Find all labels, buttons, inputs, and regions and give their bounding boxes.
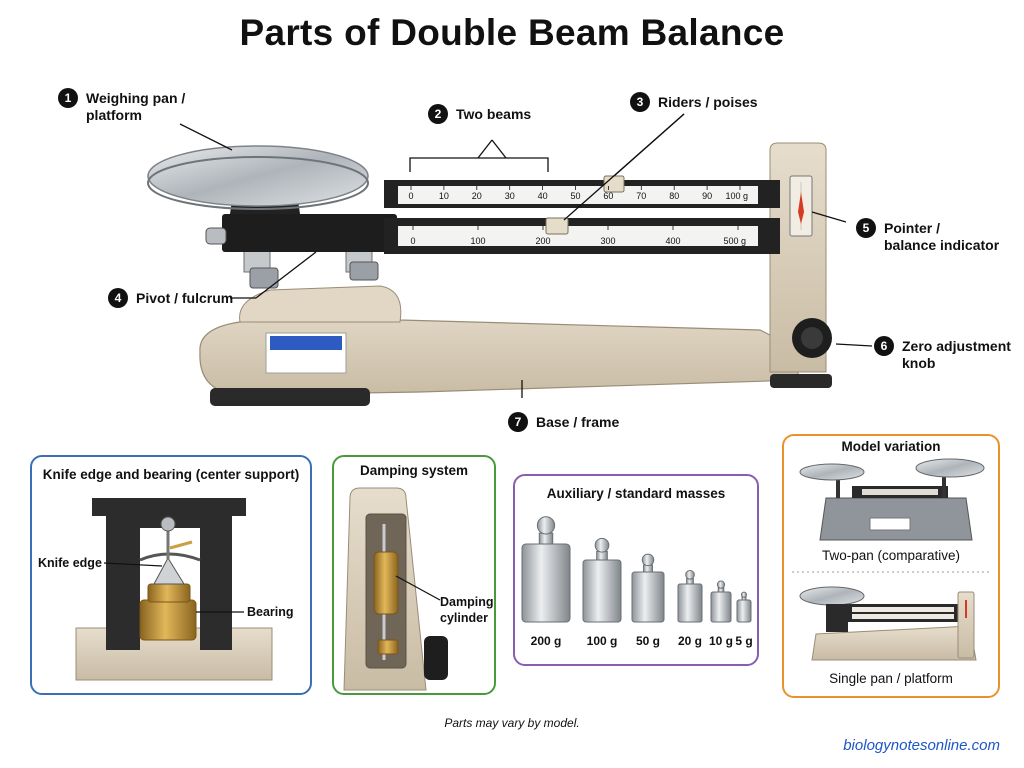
knife-illustration xyxy=(75,498,273,681)
rider-lower xyxy=(545,217,569,235)
callout-text-5b: balance indicator xyxy=(884,237,1000,253)
beam-tick-label: 50 xyxy=(570,191,580,201)
callout-text-5: Pointer / xyxy=(884,220,941,236)
beam-tick-label: 300 xyxy=(600,236,615,246)
callout-number-4: 4 xyxy=(108,288,128,308)
beam-tick-label: 20 xyxy=(472,191,482,201)
mass-knob xyxy=(740,591,748,598)
callout-text-1b: platform xyxy=(86,107,142,123)
callout-base: 7 Base / frame xyxy=(508,412,620,434)
masses-illustration xyxy=(521,516,752,623)
panel-masses-title: Auxiliary / standard masses xyxy=(546,486,726,501)
callout-text-6: Zero adjustment xyxy=(902,338,1011,354)
brand-link[interactable]: biologynotesonline.com xyxy=(843,737,1000,754)
callout-number-7: 7 xyxy=(508,412,528,432)
callout-riders: 3 Riders / poises xyxy=(630,92,758,114)
damping-illustration xyxy=(343,487,448,691)
beam-tick-label: 40 xyxy=(538,191,548,201)
callout-pivot: 4 Pivot / fulcrum xyxy=(108,288,234,310)
beam-tick-label: 0 xyxy=(410,236,415,246)
upper-beam-ticks: 0 10 20 30 40 50 60 70 80 90 100 g xyxy=(408,186,748,201)
panel-knife-edge xyxy=(30,455,312,695)
mass-knob xyxy=(594,537,610,553)
callout-weighing-pan: 1 Weighing pan /platform xyxy=(58,88,186,124)
rider-upper xyxy=(603,175,625,193)
panel-damping xyxy=(332,455,496,695)
page-title: Parts of Double Beam Balance xyxy=(239,12,785,53)
callout-number-2: 2 xyxy=(428,104,448,124)
beam-tick-label: 0 xyxy=(408,191,413,201)
beam-tick-label: 60 xyxy=(603,191,613,201)
lower-beam-ticks: 0 100 200 300 400 500 g xyxy=(410,226,746,246)
main-balance: 0 10 20 30 40 50 60 70 80 90 100 g 0 100 200 300 400 50… xyxy=(147,142,832,406)
callout-number-6: 6 xyxy=(874,336,894,356)
beam-tick-label: 30 xyxy=(505,191,515,201)
mass-label: 50 g xyxy=(635,634,660,648)
panel-model-title: Model variation xyxy=(841,439,941,454)
callout-text-3: Riders / poises xyxy=(658,94,758,110)
mass-knob xyxy=(685,570,695,580)
beam-tick-label: 70 xyxy=(636,191,646,201)
mass-label: 20 g xyxy=(677,634,702,648)
damping-label-line1: Damping xyxy=(440,595,494,609)
callout-text-6b: knob xyxy=(902,355,936,371)
beam-tick-label: 200 xyxy=(535,236,550,246)
mass-knob xyxy=(641,553,655,567)
mass-knob xyxy=(716,580,726,589)
beam-tick-label: 100 xyxy=(470,236,485,246)
beam-tick-label: 500 g xyxy=(723,236,746,246)
mass-label: 5 g xyxy=(735,634,753,648)
mass-label: 200 g xyxy=(530,634,562,648)
two-pan-label: Two-pan (comparative) xyxy=(821,548,961,563)
callout-text-1: Weighing pan / xyxy=(86,90,186,106)
panel-model-variation xyxy=(782,434,1000,698)
damping-cylinder-label: Damping cylinder xyxy=(440,594,493,626)
mass-label: 100 g xyxy=(586,634,618,648)
panel-damping-title: Damping system xyxy=(359,463,469,478)
beam-tick-label: 100 g xyxy=(725,191,748,201)
callout-text-2: Two beams xyxy=(456,106,532,122)
beam-tick-label: 10 xyxy=(439,191,449,201)
leader-lines xyxy=(179,113,873,398)
beam-tick-label: 80 xyxy=(669,191,679,201)
beam-tick-label: 90 xyxy=(702,191,712,201)
callout-number-1: 1 xyxy=(58,88,78,108)
panel-knife-title: Knife edge and bearing (center support) xyxy=(42,467,300,482)
callout-number-5: 5 xyxy=(856,218,876,238)
footnote: Parts may vary by model. xyxy=(444,716,580,730)
mass-knob xyxy=(536,516,556,535)
bearing-label: Bearing xyxy=(247,605,294,619)
model-illustration xyxy=(792,458,992,661)
callout-number-3: 3 xyxy=(630,92,650,112)
single-pan-label: Single pan / platform xyxy=(829,671,953,686)
mass-label: 10 g xyxy=(708,634,733,648)
knife-edge-label: Knife edge xyxy=(38,556,102,570)
weighing-pan xyxy=(147,145,369,207)
callout-two-beams: 2 Two beams xyxy=(428,104,532,126)
callout-text-7: Base / frame xyxy=(536,414,620,430)
callout-pointer: 5 Pointer /balance indicator xyxy=(856,218,1000,254)
damping-label-line2: cylinder xyxy=(440,611,488,625)
beam-tick-label: 400 xyxy=(665,236,680,246)
panel-masses xyxy=(513,474,759,666)
callout-text-4: Pivot / fulcrum xyxy=(136,290,234,306)
